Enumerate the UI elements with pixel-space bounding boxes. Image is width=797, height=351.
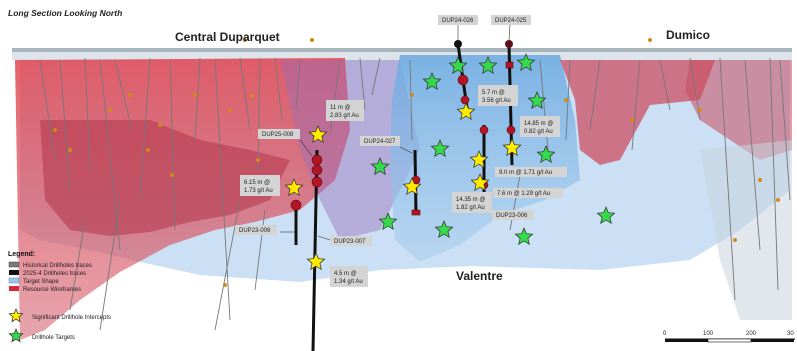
scale-tick-0: 0 [663, 331, 667, 337]
scale-tick-200: 200 [746, 331, 757, 337]
view-title: Long Section Looking North [8, 8, 122, 18]
callout-line: 7.6 m @ 1.29 g/t Au [497, 191, 550, 197]
intercept-callout-h: 4.5 m @ 1.34 g/t Au [330, 266, 368, 287]
drillhole-target-star [527, 91, 547, 110]
callout-line: 9.0 m @ 1.71 g/t Au [499, 170, 552, 176]
intercept-callout-b: 5.7 m @ 3.56 g/t Au [478, 85, 518, 106]
intercept-callout-g: 7.6 m @ 1.29 g/t Au [493, 188, 563, 198]
tag-text: DUP23-006 [496, 213, 528, 219]
resource-transition [280, 60, 420, 240]
intercept-callout-d: 6.15 m @ 1.73 g/t Au [240, 175, 280, 196]
callout-line: 2.83 g/t Au [330, 113, 359, 119]
drillhole-target-star [514, 227, 534, 246]
legend-star-yellow-icon [8, 308, 24, 323]
target-shape-east-lower [700, 140, 792, 320]
intercept-segments [290, 61, 516, 216]
tag-text: DUP25-008 [262, 132, 294, 138]
significant-intercept-star [284, 178, 304, 197]
area-label-dumico: Dumico [666, 28, 710, 42]
legend-label-new: 2025-4 Drillholes traces [23, 271, 86, 277]
legend-title: Legend: [8, 251, 35, 258]
drillhole-target-star [596, 206, 616, 225]
tag-text: DUP24-025 [495, 18, 527, 24]
legend-label-historical: Historical Drillholes traces [23, 263, 92, 269]
drillhole-target-star [536, 145, 556, 164]
callout-line: 3.56 g/t Au [482, 98, 511, 104]
drillhole-target-star [516, 53, 536, 72]
drillhole-tag-dup23-007: DUP23-007 [330, 236, 372, 246]
tag-text: DUP23-007 [334, 239, 366, 245]
topography-surface [12, 48, 792, 52]
drillhole-target-star [478, 56, 498, 75]
intercept-callout-f: 9.0 m @ 1.71 g/t Au [495, 167, 567, 177]
collar-dup24-026 [454, 40, 462, 48]
area-label-central-duparquet: Central Duparquet [175, 30, 280, 44]
drillhole-tag-dup23-006b: DUP23-006 [492, 210, 534, 220]
intercept-callout-c: 14.85 m @ 0.82 g/t Au [520, 116, 560, 137]
drillhole-target-star [448, 56, 468, 75]
tag-text: DUP23-006 [239, 228, 271, 234]
legend-label-targets: Drillhole Targets [32, 335, 75, 341]
drillhole-tag-dup25-008: DUP25-008 [258, 129, 300, 139]
significant-intercept-star [456, 102, 476, 121]
callout-line: 14.35 m @ [456, 197, 485, 203]
tag-text: DUP24-027 [364, 139, 396, 145]
drillhole-target-star [370, 157, 390, 176]
historical-drillholes [39, 57, 791, 331]
scale-tick-100: 100 [703, 331, 714, 337]
drillhole-target-star [434, 220, 454, 239]
callout-line: 0.82 g/t Au [524, 129, 553, 135]
drillhole-tag-dup23-006: DUP23-006 [235, 225, 277, 235]
area-label-valentre: Valentre [456, 269, 503, 283]
resource-wireframe-core [40, 120, 290, 236]
significant-intercept-star [502, 138, 522, 157]
legend-swatch-new [9, 270, 19, 275]
drillhole-target-star [422, 72, 442, 91]
legend-swatch-historical [8, 261, 20, 268]
legend-swatch-target [8, 277, 20, 284]
intercept-callout-a: 11 m @ 2.83 g/t Au [326, 100, 364, 121]
resource-wireframe-east [560, 60, 715, 165]
legend: Legend: Historical Drillholes traces 202… [8, 251, 111, 343]
significant-intercept-star [469, 150, 489, 169]
callout-line: 4.5 m @ [334, 271, 357, 277]
legend-swatch-resource [9, 286, 19, 291]
collar-dup24-025 [505, 40, 513, 48]
drillhole-tag-dup24-027: DUP24-027 [360, 136, 400, 146]
significant-intercept-star [306, 252, 326, 271]
legend-label-target: Target Shape [23, 279, 59, 285]
callout-line: 1.34 g/t Au [334, 279, 363, 285]
scale-bar: 0 100 200 30 [663, 331, 795, 343]
callout-line: 1.82 g/t Au [456, 205, 485, 211]
legend-star-green-icon [8, 328, 24, 343]
callout-line: 1.73 g/t Au [244, 188, 273, 194]
resource-wireframe-far-east [685, 60, 792, 160]
scale-tick-300: 30 [787, 331, 794, 337]
historical-assay-markers [53, 38, 780, 287]
legend-label-significant: Significant Drillhole Intercepts [32, 315, 111, 321]
significant-intercept-star [402, 177, 422, 196]
callout-line: 11 m @ [330, 105, 351, 111]
drillhole-target-star [430, 139, 450, 158]
drillhole-tag-dup24-025: DUP24-025 [491, 15, 531, 25]
tag-text: DUP24-026 [442, 18, 474, 24]
significant-intercept-star [308, 125, 328, 144]
legend-label-resource: Resource Wireframes [23, 287, 81, 293]
callout-line: 5.7 m @ [482, 90, 505, 96]
callout-line: 6.15 m @ [244, 180, 270, 186]
significant-intercept-star [470, 173, 490, 192]
drillhole-tag-dup24-026: DUP24-026 [438, 15, 478, 25]
intercept-callout-e: 14.35 m @ 1.82 g/t Au [452, 192, 492, 213]
drillhole-target-star [378, 212, 398, 231]
callout-line: 14.85 m @ [524, 121, 553, 127]
